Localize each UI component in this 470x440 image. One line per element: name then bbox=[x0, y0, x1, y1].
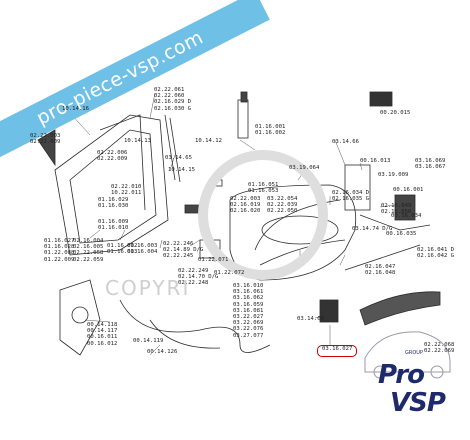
part-label: 02.16.034 D 02.16.035 G bbox=[332, 190, 370, 203]
part-label: 03.19.009 bbox=[378, 172, 409, 178]
relay-box bbox=[369, 91, 393, 107]
part-label: 03.16.027 bbox=[322, 346, 353, 352]
part-label: 01.16.002 01.16.003 bbox=[107, 243, 138, 256]
part-label: 01.22.072 bbox=[214, 270, 245, 276]
part-label: 02.22.068 02.22.069 bbox=[424, 342, 455, 355]
channel-strip-1 bbox=[164, 114, 176, 181]
part-label: 00.16.035 bbox=[386, 231, 417, 237]
part-label: 03.19.064 bbox=[289, 165, 320, 171]
door-window-frame bbox=[54, 114, 169, 256]
car-silhouette bbox=[364, 331, 451, 379]
part-label: 02.16.049 02.16.050 bbox=[381, 203, 412, 216]
part-label: 01.16.009 01.16.010 bbox=[98, 219, 129, 232]
part-label: 10.14.12 bbox=[195, 138, 222, 144]
part-label: 01.16.003 01.16.004 bbox=[127, 243, 158, 256]
part-label: 02.16.047 02.16.048 bbox=[365, 264, 396, 277]
regulator-gear bbox=[71, 306, 89, 324]
part-label: 00.14.119 bbox=[133, 338, 164, 344]
door-inner-frame bbox=[69, 129, 157, 244]
window-regulator bbox=[59, 279, 101, 356]
part-label: 02.16.041 D 02.16.042 G bbox=[417, 247, 455, 260]
part-label: 00.16.034 bbox=[391, 213, 422, 219]
part-label: 00.14.126 bbox=[147, 349, 178, 355]
part-label: 02.22.061 02.22.060 02.16.029 D 02.16.03… bbox=[154, 87, 192, 112]
door-glass-run bbox=[99, 114, 146, 211]
part-label: 02.22.006 02.22.009 bbox=[97, 150, 128, 163]
part-label: 03.14.60 bbox=[297, 316, 324, 322]
part-label: 02.22.003 02.22.009 bbox=[30, 133, 61, 146]
part-label: 02.22.003 03.22.054 02.16.019 02.22.039 … bbox=[230, 196, 298, 215]
part-label: 02.16.004 02.16.005 02.22.058 02.22.059 bbox=[73, 238, 104, 263]
part-label: 01.16.027 01.16.028 01.22.088 01.22.009 bbox=[44, 238, 75, 263]
mirror-triangle bbox=[37, 129, 56, 167]
lock-rod bbox=[359, 214, 431, 231]
latch-box bbox=[394, 194, 416, 221]
part-label: 01.16.001 01.16.002 bbox=[255, 124, 286, 137]
part-label: 00.16.001 bbox=[393, 187, 424, 193]
logo-group-text: GROUP bbox=[405, 350, 423, 356]
door-handle bbox=[359, 291, 441, 326]
channel-strip-2 bbox=[169, 117, 181, 183]
part-label: 10.14.15 bbox=[168, 167, 195, 173]
logo-vsp-text: VSP bbox=[390, 388, 446, 418]
watermark-circle bbox=[198, 150, 328, 280]
door-rod-long bbox=[344, 244, 421, 271]
part-label: 03.16.069 03.16.067 bbox=[415, 158, 446, 171]
part-label: 00.16.013 bbox=[360, 158, 391, 164]
vertical-bracket bbox=[237, 99, 249, 139]
part-label: 00.20.015 bbox=[380, 110, 411, 116]
watermark-copyright: COPYRI bbox=[105, 276, 191, 300]
part-label: 02.22.010 10.22.011 bbox=[111, 184, 142, 197]
part-label: 10.14.16 bbox=[62, 106, 89, 112]
window-switch bbox=[319, 299, 339, 323]
logo-pro-text: Pro bbox=[378, 360, 425, 390]
part-label: 03.14.66 bbox=[332, 139, 359, 145]
part-label: 01.22.071 bbox=[198, 257, 229, 263]
part-label: 03.14.65 bbox=[165, 155, 192, 161]
part-label: 01.16.029 01.16.030 bbox=[98, 197, 129, 210]
highlighted-part-marker bbox=[317, 345, 357, 357]
part-label: 00.14.118 00.14.117 00.16.011 00.16.012 bbox=[87, 322, 118, 347]
wiring-harness-2 bbox=[149, 319, 221, 349]
part-label: 01.16.051 01.16.053 bbox=[248, 182, 279, 195]
leader-lines bbox=[69, 92, 411, 356]
part-label: 02.22.246 02.14.89 D/G 02.22.245 bbox=[163, 241, 204, 260]
wiring-harness bbox=[119, 299, 271, 353]
door-lock-mechanism bbox=[344, 164, 371, 211]
part-label: 03.14.74 D/G bbox=[352, 226, 393, 232]
part-label: 02.22.249 02.14.70 D/G 02.22.248 bbox=[178, 268, 219, 287]
part-label: 03.16.010 03.16.061 03.16.062 03.16.059 … bbox=[233, 283, 264, 339]
vertical-bracket-top bbox=[240, 91, 248, 103]
part-label: 10.14.13 bbox=[124, 138, 151, 144]
